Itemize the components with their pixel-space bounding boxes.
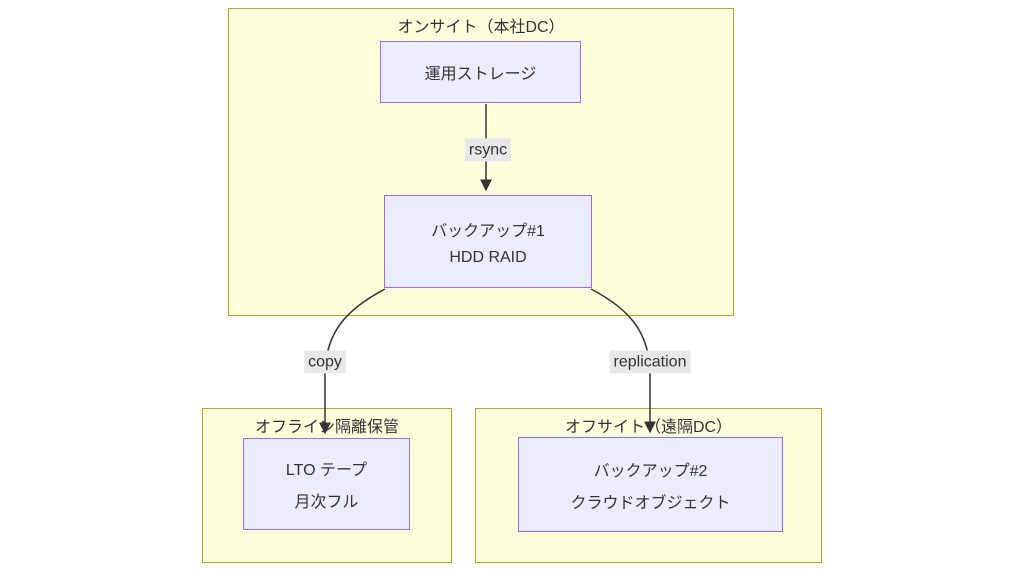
- edge-label-rsync: rsync: [464, 138, 512, 162]
- cluster-offline-title: オフライン隔離保管: [254, 419, 399, 436]
- node-backup2-label-line2: クラウドオブジェクト: [570, 494, 731, 512]
- node-primary-storage: 運用ストレージ: [380, 41, 581, 103]
- cluster-onsite-title: オンサイト（本社DC）: [397, 19, 565, 36]
- node-backup1-label-line2: HDD RAID: [449, 248, 527, 266]
- cluster-offsite-title: オフサイト（遠隔DC）: [564, 419, 733, 436]
- node-lto-tape-label-line1: LTO テープ: [285, 462, 368, 479]
- node-backup1: バックアップ#1 HDD RAID: [384, 195, 592, 288]
- node-lto-tape-label-line2: 月次フル: [294, 494, 359, 511]
- edge-label-replication: replication: [609, 350, 691, 374]
- edge-label-copy: copy: [304, 350, 346, 374]
- node-backup2-label-line1: バックアップ#2: [593, 462, 708, 480]
- node-backup1-label-line1: バックアップ#1: [431, 222, 545, 240]
- node-primary-storage-label: 運用ストレージ: [424, 66, 537, 83]
- node-backup2: バックアップ#2 クラウドオブジェクト: [518, 437, 783, 532]
- node-lto-tape: LTO テープ 月次フル: [243, 438, 410, 530]
